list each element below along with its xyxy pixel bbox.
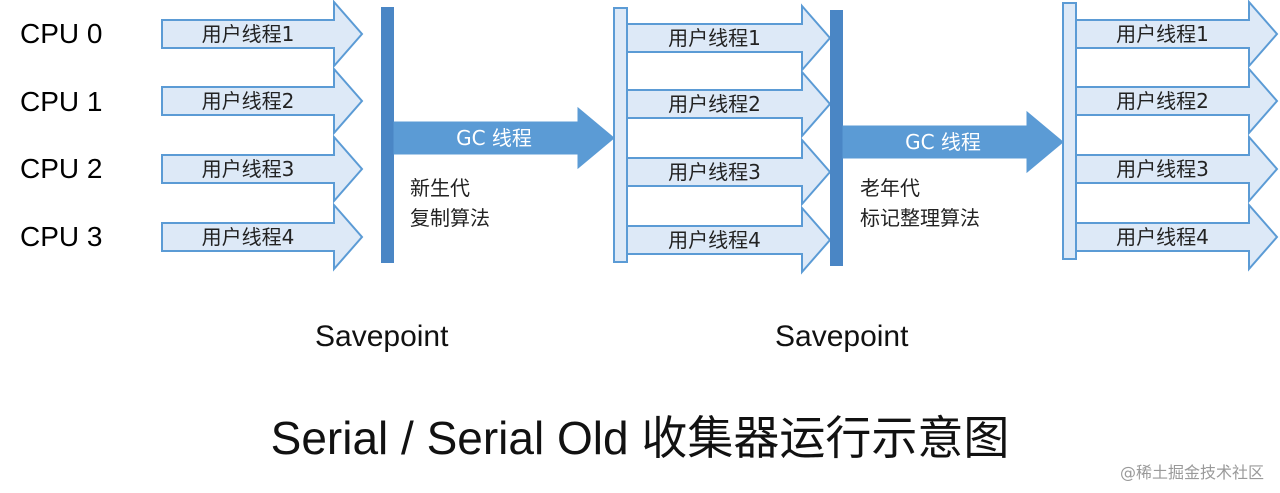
gc-arrow-2	[842, 110, 1064, 174]
thread-arrow-p2-2-label: 用户线程2	[668, 92, 761, 116]
thread-arrow-p3-3-label: 用户线程3	[1116, 157, 1209, 181]
savepoint-bar-1	[381, 7, 394, 263]
phase2-start-bar	[613, 7, 628, 263]
cpu-label-0: CPU 0	[20, 18, 103, 49]
cpu-label-3: CPU 3	[20, 221, 103, 252]
savepoint-label-2: Savepoint	[775, 320, 909, 353]
thread-arrow-p1-2-label: 用户线程2	[202, 89, 295, 113]
phase3-start-bar	[1062, 2, 1077, 260]
thread-arrow-p1-1-label: 用户线程1	[202, 22, 295, 46]
savepoint-label-1: Savepoint	[315, 320, 449, 353]
thread-arrow-p2-4	[626, 205, 832, 275]
thread-arrow-p3-4-label: 用户线程4	[1116, 225, 1209, 249]
gc-arrow-1-label: GC 线程	[456, 126, 532, 150]
thread-arrow-p3-4	[1075, 202, 1279, 272]
thread-arrow-p1-4-label: 用户线程4	[202, 225, 295, 249]
gc1-note: 新生代 复制算法	[410, 176, 490, 230]
thread-arrow-p3-2-label: 用户线程2	[1116, 89, 1209, 113]
thread-arrow-p3-1-label: 用户线程1	[1116, 22, 1209, 46]
cpu-label-2: CPU 2	[20, 153, 103, 184]
thread-arrow-p3-1	[1075, 0, 1279, 69]
thread-arrow-p2-4-label: 用户线程4	[668, 228, 761, 252]
thread-arrow-p3-3	[1075, 134, 1279, 204]
thread-arrow-p1-4	[161, 202, 364, 272]
thread-arrow-p2-2	[626, 69, 832, 139]
savepoint-bar-2	[830, 10, 843, 266]
thread-arrow-p1-2	[161, 66, 364, 136]
thread-arrow-p1-3-label: 用户线程3	[202, 157, 295, 181]
gc-arrow-1	[393, 106, 615, 170]
gc-arrow-2-label: GC 线程	[905, 130, 981, 154]
thread-arrow-p1-1	[161, 0, 364, 69]
gc2-note: 老年代 标记整理算法	[860, 176, 980, 230]
thread-arrow-p2-1	[626, 3, 832, 73]
watermark: @稀土掘金技术社区	[1119, 463, 1264, 482]
thread-arrow-p1-3	[161, 134, 364, 204]
thread-arrow-p2-3-label: 用户线程3	[668, 160, 761, 184]
cpu-label-1: CPU 1	[20, 86, 103, 117]
diagram-title: Serial / Serial Old 收集器运行示意图	[270, 412, 1010, 464]
thread-arrow-p2-1-label: 用户线程1	[668, 26, 761, 50]
thread-arrow-p3-2	[1075, 66, 1279, 136]
thread-arrow-p2-3	[626, 137, 832, 207]
